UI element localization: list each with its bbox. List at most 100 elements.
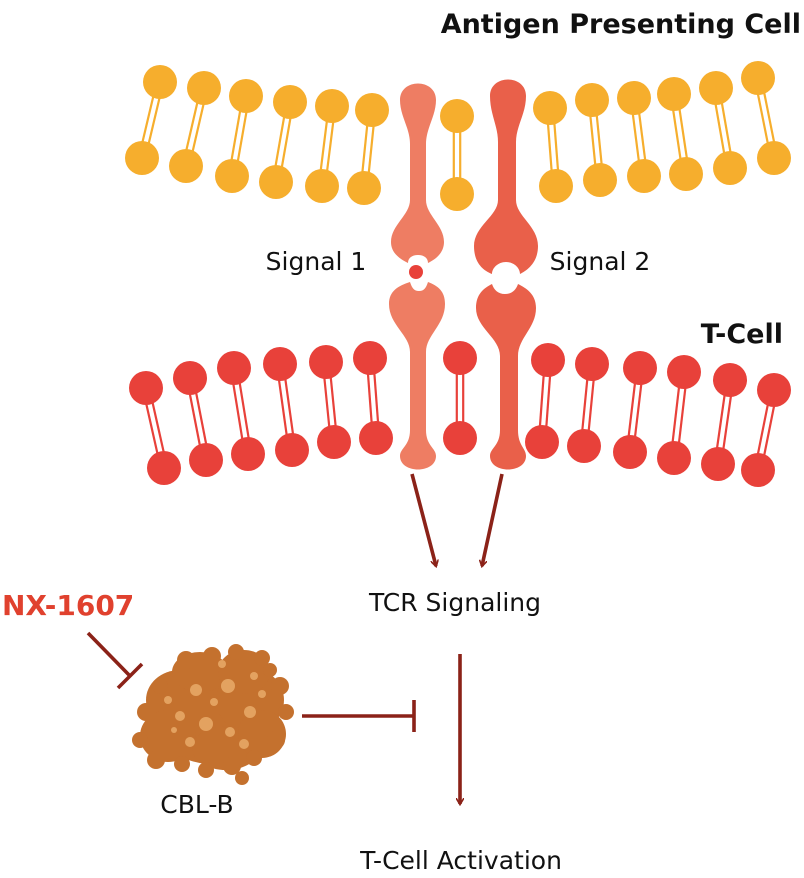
tcell-lipid — [613, 351, 657, 469]
lipid-tail — [720, 101, 732, 154]
lipid-head — [215, 159, 249, 193]
protein-bump — [278, 704, 294, 720]
lipid-tail — [373, 371, 380, 424]
lipid-head — [443, 421, 477, 455]
lipid-head — [169, 149, 203, 183]
tcell-lipid — [567, 347, 609, 463]
lipid-head — [317, 425, 351, 459]
apc-lipid — [305, 89, 349, 203]
tcell-lipid — [443, 341, 477, 455]
tcell-lipid — [129, 371, 181, 485]
lipid-tail — [595, 113, 603, 166]
lipid-head — [359, 421, 393, 455]
inhibit-drug-to-cblb — [86, 631, 132, 678]
lipid-head — [623, 351, 657, 385]
lipid-tail — [325, 120, 335, 173]
lipid-tail — [361, 123, 369, 174]
lipid-tail — [637, 111, 647, 162]
protein-highlight — [244, 706, 256, 718]
lipid-tail — [545, 374, 552, 429]
protein-bump — [198, 762, 214, 778]
lipid-tail — [144, 402, 159, 455]
lipid-head — [613, 435, 647, 469]
lipid-head — [189, 443, 223, 477]
lipid-tail — [678, 107, 689, 160]
lipid-head — [701, 447, 735, 481]
protein-highlight — [190, 684, 202, 696]
protein-bump — [177, 651, 195, 669]
tcell-activation-label: T-Cell Activation — [359, 846, 562, 875]
protein-highlight — [199, 717, 213, 731]
lipid-head — [125, 141, 159, 175]
apc-lipid — [657, 77, 703, 191]
tcell-lipid — [525, 343, 565, 459]
lipid-tail — [715, 393, 726, 450]
antigen-ligand-dot — [409, 265, 423, 279]
protein-highlight — [225, 727, 235, 737]
protein-bump — [147, 751, 165, 769]
lipid-tail — [546, 122, 553, 173]
lipid-tail — [185, 101, 199, 152]
lipid-tail — [633, 382, 643, 439]
lipid-tail — [762, 404, 776, 457]
protein-highlight — [185, 737, 195, 747]
protein-highlight — [239, 739, 249, 749]
receptor-1-lower — [389, 282, 445, 470]
lipid-head — [575, 83, 609, 117]
tcell-lipid — [657, 355, 701, 475]
lipid-head — [657, 77, 691, 111]
lipid-head — [525, 425, 559, 459]
lipid-tail — [194, 391, 208, 446]
protein-bump — [271, 677, 289, 695]
apc-lipid — [575, 83, 617, 197]
lipid-tail — [284, 377, 295, 436]
apc-lipid — [741, 61, 791, 175]
lipid-tail — [191, 102, 205, 153]
lipid-head — [231, 437, 265, 471]
protein-highlight — [221, 679, 235, 693]
lipid-head — [147, 451, 181, 485]
lipid-head — [173, 361, 207, 395]
lipid-head — [567, 429, 601, 463]
lipid-tail — [329, 375, 337, 428]
protein-bump — [137, 703, 155, 721]
lipid-tail — [671, 108, 682, 161]
lipid-head — [713, 363, 747, 397]
protein-highlight — [171, 727, 177, 733]
arrow-signal1-to-tcr — [410, 473, 436, 566]
lipid-head — [440, 177, 474, 211]
apc-label: Antigen Presenting Cell — [441, 9, 801, 40]
lipid-tail — [188, 392, 202, 447]
lipid-tail — [587, 378, 595, 433]
apc-lipid — [617, 81, 661, 193]
protein-bump — [132, 732, 148, 748]
lipid-head — [353, 341, 387, 375]
lipid-tail — [762, 91, 776, 144]
lipid-head — [309, 345, 343, 379]
apc-lipid — [533, 91, 573, 203]
protein-bump — [254, 650, 270, 666]
lipid-head — [669, 157, 703, 191]
lipid-head — [741, 61, 775, 95]
protein-lobe — [140, 710, 196, 762]
apc-lipid — [699, 71, 747, 185]
protein-bump — [223, 757, 241, 775]
receptor-2-upper — [474, 79, 538, 274]
lipid-head — [217, 351, 251, 385]
lipid-tail — [538, 373, 545, 428]
tcell-lipid — [263, 347, 309, 467]
lipid-head — [443, 341, 477, 375]
lipid-head — [273, 85, 307, 119]
tcell-lipid — [701, 363, 747, 481]
apc-lipid — [125, 65, 177, 175]
lipid-tail — [671, 385, 681, 444]
protein-highlight — [210, 698, 218, 706]
apc-lipid — [440, 99, 474, 211]
apc-lipid — [215, 79, 263, 193]
lipid-head — [440, 99, 474, 133]
lipid-tail — [631, 112, 641, 163]
protein-bump — [203, 647, 221, 665]
lipid-tail — [589, 114, 597, 167]
tcell-lipid — [353, 341, 393, 455]
